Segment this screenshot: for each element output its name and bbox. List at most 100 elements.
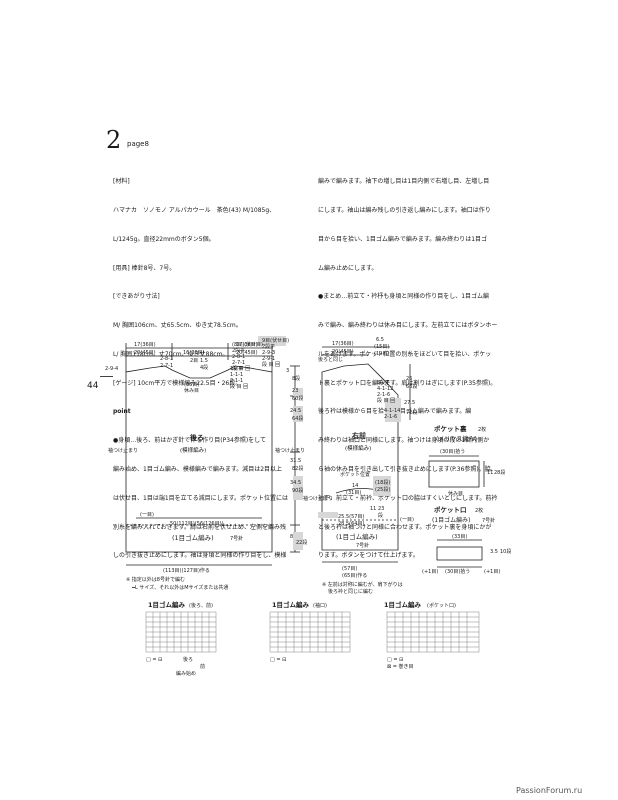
text-line: しの引き抜き止めにします。袖は身頃と同様の作り目をし、模様 [113, 552, 287, 560]
text-line: み終わりは袖口と同様にします。袖つけは身頃の段の1目内側か [318, 437, 490, 445]
front-pocket-rows: (18段) [375, 479, 390, 486]
pocket-back-subtitle: (メリヤス編み) [436, 435, 477, 443]
back-height-3: 23 [292, 388, 298, 394]
page-reference: page8 [127, 140, 149, 148]
front-piece-outline [321, 363, 399, 551]
front-pocket-position: ポケット位置 [340, 471, 370, 478]
front-band-width: 6.5 [376, 337, 384, 343]
front-bottom-width-l: (65目)作る [342, 572, 367, 579]
back-rib-label: (1目ゴム編み) [172, 533, 214, 542]
back-top-right-width-l: 20(45目) [236, 350, 258, 356]
chart-1-legend: □ = ⊟ [146, 657, 162, 663]
text-line: ●まとめ…前立て・衿杼も身頃と同様の作り目をし、1目ゴム編 [318, 293, 490, 301]
pocket-back-height: 11 [487, 470, 493, 476]
back-height-2: 8段 [292, 375, 300, 382]
front-title: 右前 [351, 431, 366, 440]
text-line: ム編み止めにします。 [318, 264, 378, 272]
back-shoulder-note: 2-9-4 [105, 366, 118, 372]
watermark: PassionForum.ru [516, 786, 583, 795]
back-neck-depth: 1.5 [200, 358, 208, 364]
pocket-back-count: 2枚 [478, 426, 486, 433]
side-rule [100, 376, 113, 377]
chart-2-title: 1目ゴム編み [272, 600, 310, 609]
back-sleeve-right: 袖つけ止まり [275, 447, 305, 454]
chart-3-legend: □ = ⊟ [387, 657, 403, 663]
text-line: ●身頃…後ろ、前はかぎ針で作る作り目(P34参照)をして [113, 437, 266, 445]
pocket-mouth-left: (+1目) [422, 569, 438, 575]
front-top-width-l: 20(45目) [332, 349, 354, 355]
front-height-2: 68段 [406, 383, 417, 390]
pocket-mouth-title: ポケット口 [434, 505, 467, 514]
chart-3-sub: (ポケット口) [427, 602, 456, 609]
text-line: [ゲージ] 10cm平方で模様編み22.5目・26段。 [113, 379, 242, 387]
text-line: 編みで編みます。袖下の増し目は1目内側で右増し目、左増し目 [318, 178, 490, 186]
front-band-st-l: (19目) [374, 351, 389, 357]
text-line: 編み始め、1目ゴム編み、模様編みで編みます。減目は2目以上 [113, 466, 283, 473]
text-line: M/ 胸囲106cm、丈65.5cm、ゆき丈78.5cm。 [113, 322, 242, 330]
front-pocket-h: 11 [370, 506, 376, 512]
back-needle-label: 7号針 [230, 535, 243, 542]
back-neck-mark: 2目 [190, 358, 198, 364]
back-height-5: 24.5 [290, 408, 301, 414]
back-title: 後ろ [189, 433, 204, 442]
pocket-mouth-count: 2枚 [475, 507, 483, 514]
back-top-right-width: 17(36目) [236, 342, 258, 348]
back-bottom-width: (113目)(127目)作る [163, 567, 210, 574]
text-line: ら袖の休み目を引き出して引き抜き止めにします(P.36参照)。脇、 [318, 466, 497, 473]
back-piece-outline [125, 365, 273, 553]
text-line: 目から目を拾い、1目ゴム編みで編みます。編み終わりは1目ゴ [318, 235, 488, 243]
chart-3-title: 1目ゴム編み [384, 600, 422, 609]
front-pocket-stitches: (31目) [346, 490, 361, 496]
chart-2-sub: (袖口) [313, 602, 327, 609]
chart-3-legend-2: ⊠ = 巻き目 [387, 663, 414, 670]
text-line: [材料] [113, 178, 130, 186]
pocket-mouth-right: (+1目) [484, 569, 500, 575]
back-height-8: 82段 [292, 465, 303, 472]
pocket-back-title: ポケット裏 [434, 424, 467, 433]
front-pocket-h2: 23 [378, 506, 384, 512]
back-width: 50(112目)(56(126目)) [170, 521, 224, 527]
chart-1-title: 1目ゴム編み [148, 600, 186, 609]
rib-chart-cuff [269, 611, 351, 653]
text-line: みで編み、編み終わりは休み目にします。左前立てにはボタンホー [318, 322, 498, 330]
front-back-same: 後ろと同じ [318, 356, 343, 363]
back-height-4: 60段 [292, 395, 303, 402]
front-pocket-width: 14 [352, 483, 358, 489]
text-line: L/ 胸囲118cm、丈70cm、ゆき丈88cm。 [113, 350, 229, 358]
back-height-9: 34.5 [290, 480, 301, 486]
rib-chart-pocket [386, 611, 480, 653]
back-height-11: 8 [290, 534, 293, 540]
front-sleeve-label: 袖つけ止まり [303, 495, 333, 502]
chart-2-legend: □ = ⊟ [270, 657, 286, 663]
text-line: [用具] 棒針8号、7号。 [113, 264, 176, 272]
pocket-back-rest: 休み目 [448, 490, 463, 497]
text-line: にします。袖山は編み残しの引き返し編みにします。袖口は作り [318, 206, 491, 214]
text-line: ト裏とポケット口を編みます。肩は割りはぎにします(P.35参照)。 [318, 379, 497, 387]
back-height-6: 64段 [292, 415, 303, 422]
pocket-mouth-bottom: (30目)拾う [445, 568, 470, 575]
text-line: L/1245g。直径22mmのボタン5個。 [113, 235, 215, 243]
front-pocket-rows-l: (25段) [375, 486, 390, 493]
front-band-st: (15目) [374, 344, 389, 350]
back-sleeve-left: 袖つけ止まり [108, 447, 138, 454]
front-top-width: 17(36目) [332, 341, 354, 347]
instructions-left-column: [材料] ハマナカ ソノモノ アルパカウール 茶色(43) M/1085g、 L… [113, 158, 313, 571]
front-bottom-width: (57目) [342, 566, 357, 572]
chart-1-sub: (後ろ、前) [189, 602, 213, 609]
back-height-1: 3 [286, 368, 289, 374]
front-rib-label: (1目ゴム編み) [336, 532, 378, 541]
pocket-back-width: (30目)拾う [440, 448, 465, 455]
front-width: 25.5(57目) [338, 514, 364, 520]
rib-chart-back-front [145, 611, 217, 653]
back-neck-dec2: 2-7-1 [160, 363, 173, 369]
back-neck-rest: (36目)休み目 [184, 382, 199, 394]
pocket-mouth-top: (33目) [452, 534, 467, 540]
front-pocket-h3: 段 [378, 512, 383, 519]
back-neck-dec1: 2-8-1 [160, 356, 173, 362]
front-note-2: 後ろ衿と同じに編む [328, 588, 373, 595]
back-height-10: 90段 [292, 487, 303, 494]
